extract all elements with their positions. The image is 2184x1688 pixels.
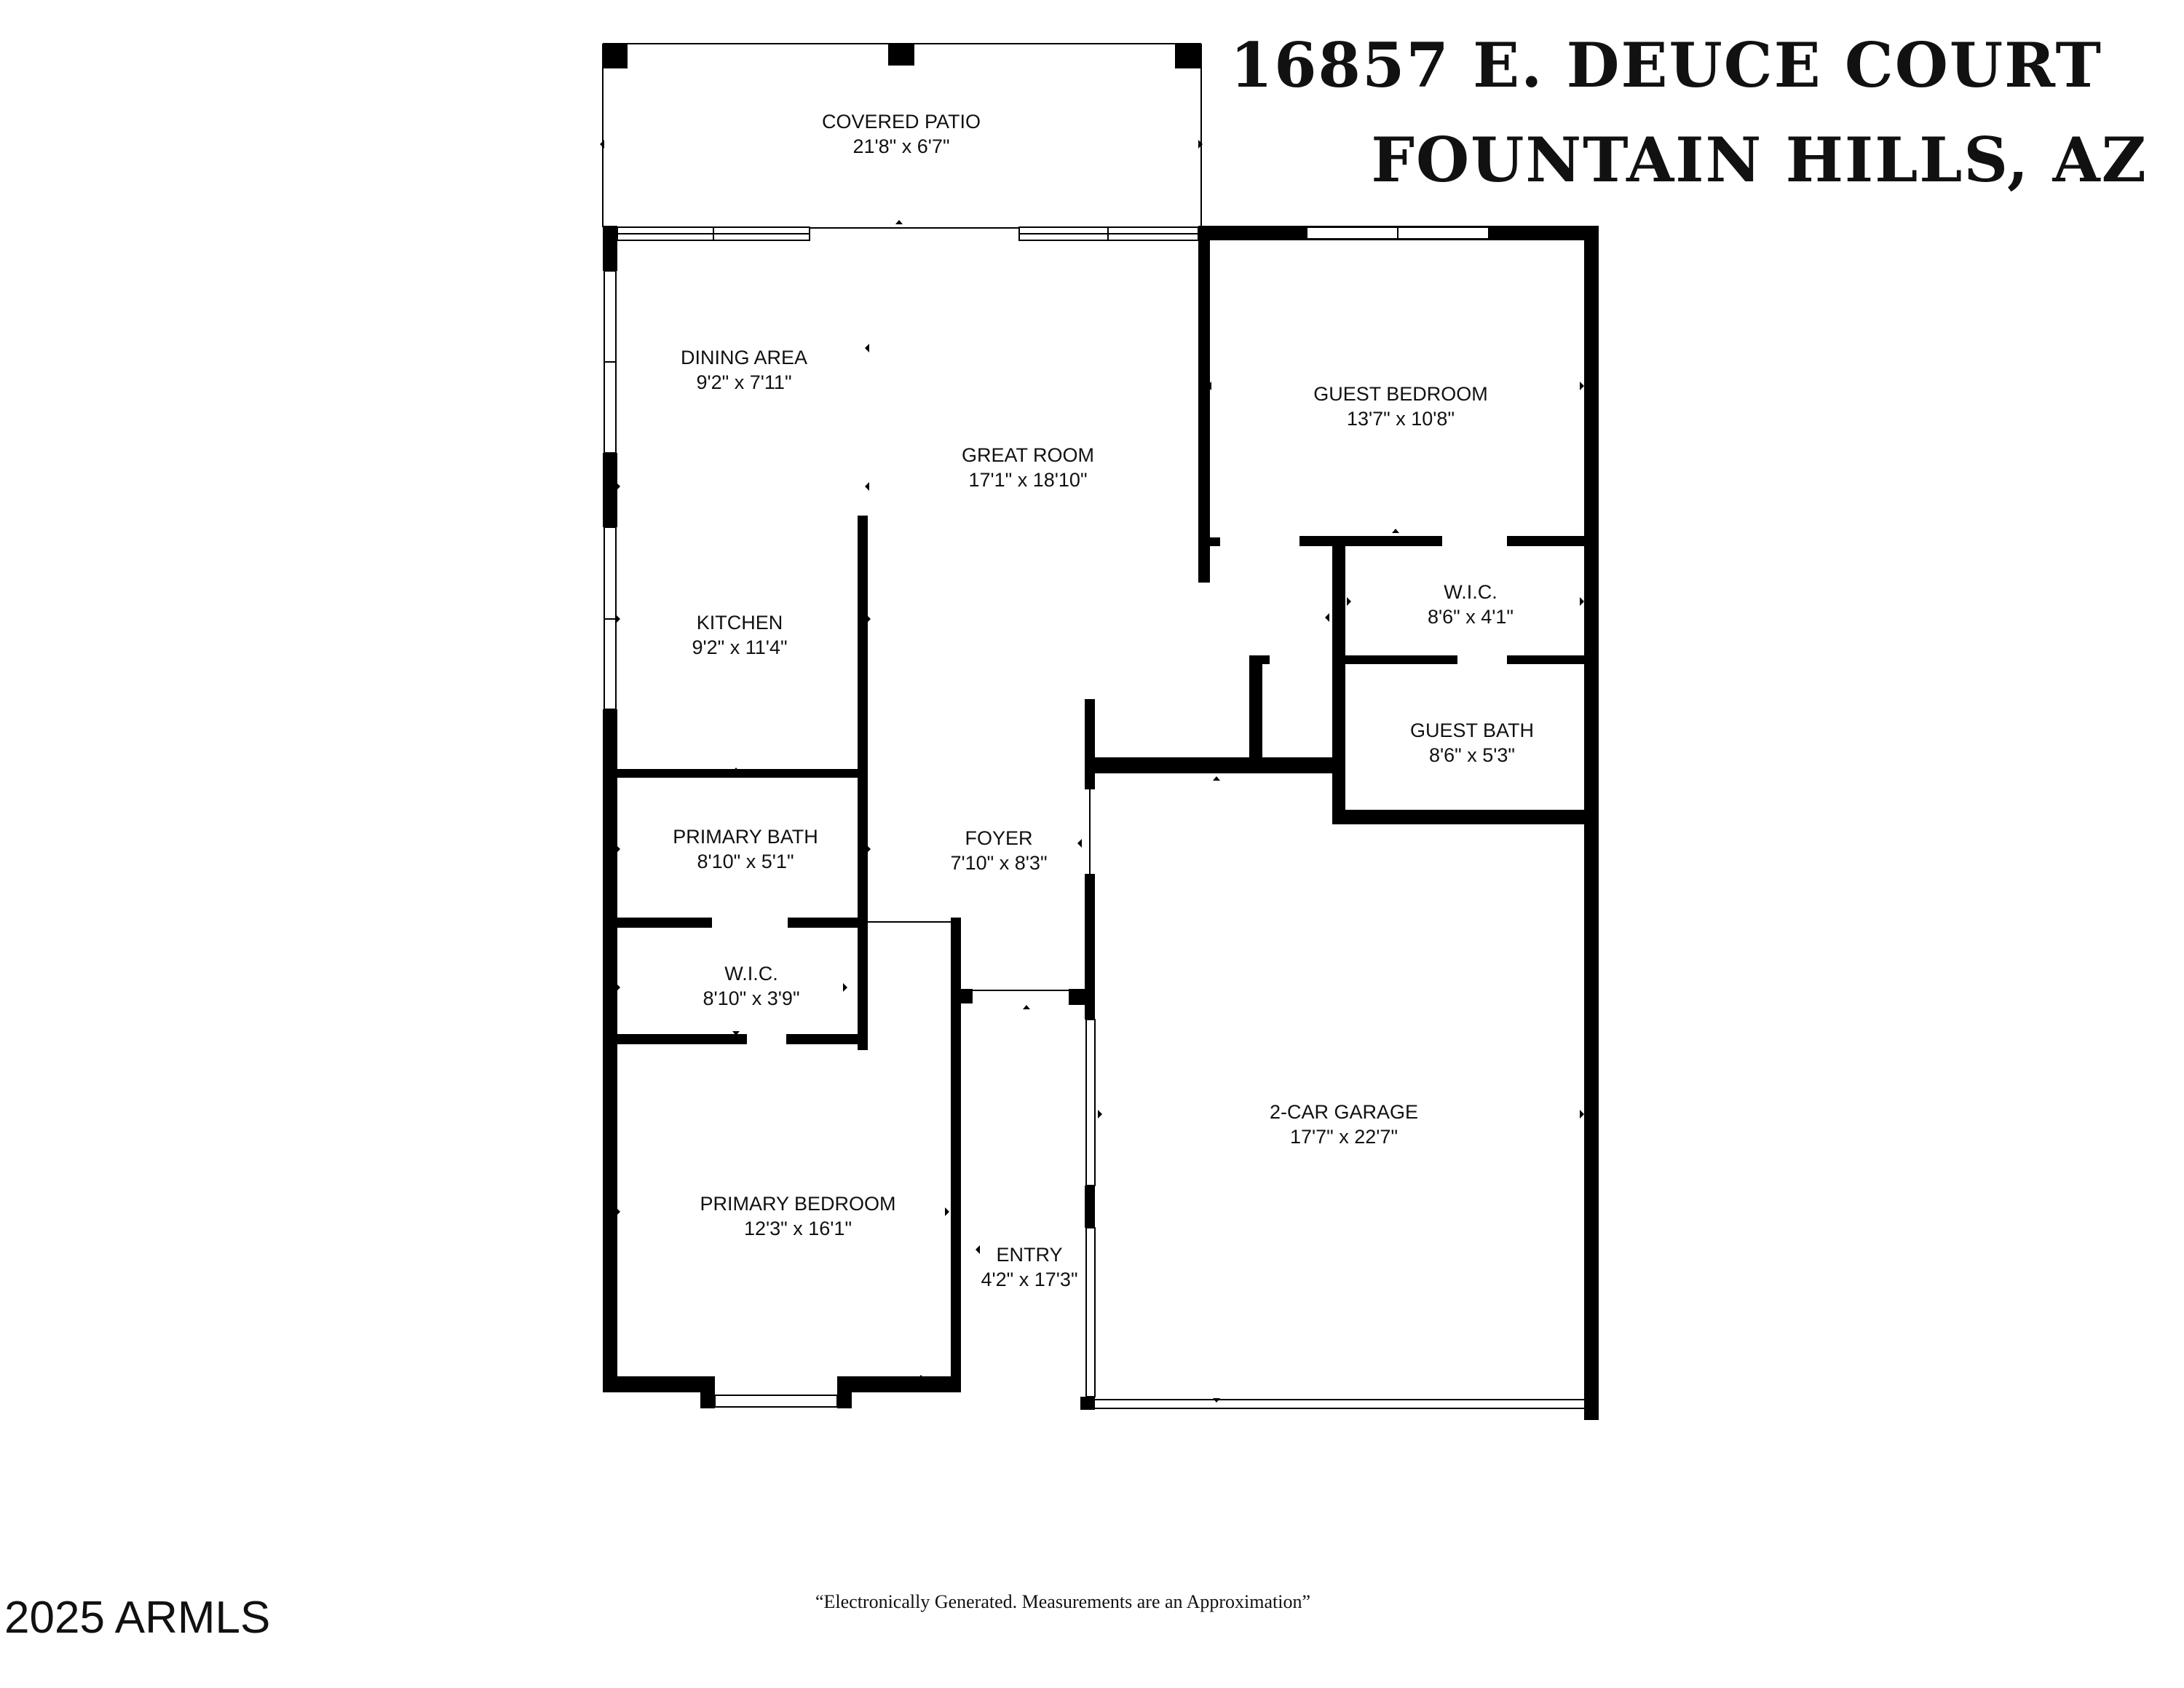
room-entry: ENTRY 4'2" x 17'3"	[981, 1244, 1077, 1290]
room-dims: 9'2" x 7'11"	[696, 371, 791, 393]
room-name: GREAT ROOM	[962, 444, 1094, 466]
room-guest-bedroom: GUEST BEDROOM 13'7" x 10'8"	[1313, 383, 1488, 430]
room-name: PRIMARY BEDROOM	[700, 1193, 895, 1215]
room-name: W.I.C.	[1444, 581, 1497, 603]
room-dims: 4'2" x 17'3"	[981, 1269, 1077, 1290]
room-garage: 2-CAR GARAGE 17'7" x 22'7"	[1270, 1101, 1418, 1148]
room-dims: 7'10" x 8'3"	[950, 852, 1047, 874]
room-name: DINING AREA	[681, 347, 807, 368]
address-line-1: 16857 E. DEUCE COURT	[1230, 29, 2102, 101]
room-guest-bath: GUEST BATH 8'6" x 5'3"	[1410, 719, 1534, 766]
room-name: COVERED PATIO	[822, 111, 981, 133]
address-line-2: FOUNTAIN HILLS, AZ	[1371, 124, 2148, 196]
room-wic-guest: W.I.C. 8'6" x 4'1"	[1428, 581, 1514, 628]
room-dining-area: DINING AREA 9'2" x 7'11"	[681, 347, 807, 393]
room-dims: 8'10" x 3'9"	[703, 987, 799, 1009]
walls	[603, 226, 1599, 1420]
room-kitchen: KITCHEN 9'2" x 11'4"	[692, 612, 787, 658]
room-name: 2-CAR GARAGE	[1270, 1101, 1418, 1123]
room-name: FOYER	[965, 827, 1032, 849]
room-covered-patio: COVERED PATIO 21'8" x 6'7"	[822, 111, 981, 157]
room-primary-bath: PRIMARY BATH 8'10" x 5'1"	[673, 826, 818, 872]
room-name: ENTRY	[996, 1244, 1062, 1266]
room-dims: 9'2" x 11'4"	[692, 636, 787, 658]
room-dims: 21'8" x 6'7"	[852, 135, 949, 157]
room-dims: 17'1" x 18'10"	[968, 469, 1087, 491]
room-primary-bedroom: PRIMARY BEDROOM 12'3" x 16'1"	[700, 1193, 895, 1239]
room-dims: 12'3" x 16'1"	[744, 1218, 852, 1239]
room-great-room: GREAT ROOM 17'1" x 18'10"	[962, 444, 1094, 491]
room-dims: 13'7" x 10'8"	[1347, 408, 1455, 430]
room-dims: 17'7" x 22'7"	[1290, 1126, 1398, 1148]
room-dims: 8'6" x 4'1"	[1428, 606, 1514, 628]
room-dims: 8'10" x 5'1"	[697, 851, 794, 872]
room-name: KITCHEN	[697, 612, 783, 634]
room-dims: 8'6" x 5'3"	[1429, 744, 1515, 766]
room-foyer: FOYER 7'10" x 8'3"	[950, 827, 1047, 874]
room-name: GUEST BATH	[1410, 719, 1534, 741]
measure-ticks	[600, 140, 1584, 1403]
copyright: 2025 ARMLS	[4, 1593, 271, 1643]
room-name: W.I.C.	[724, 963, 778, 985]
covered-patio-outline	[602, 43, 1202, 227]
room-name: GUEST BEDROOM	[1313, 383, 1488, 405]
room-name: PRIMARY BATH	[673, 826, 818, 848]
room-wic-primary: W.I.C. 8'10" x 3'9"	[703, 963, 799, 1009]
disclaimer: “Electronically Generated. Measurements …	[815, 1591, 1311, 1612]
